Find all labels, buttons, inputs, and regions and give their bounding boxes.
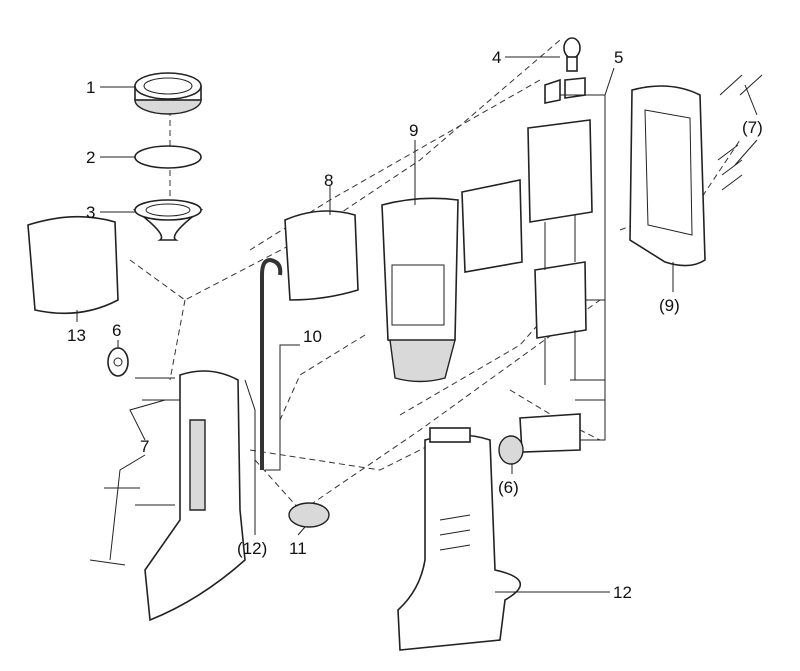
leader-lines — [76, 56, 758, 593]
part-11-cap — [288, 502, 330, 528]
part-7-screws-right — [717, 74, 763, 191]
label-7b: (7) — [742, 118, 763, 137]
label-11: 11 — [289, 539, 307, 558]
label-13: 13 — [67, 326, 86, 345]
part-13-side-cover — [27, 215, 119, 315]
part-7-screws-left — [89, 377, 180, 566]
label-9b: (9) — [659, 296, 680, 315]
label-12b: (12) — [237, 539, 267, 558]
part-2-lens — [134, 145, 202, 169]
label-8: 8 — [324, 171, 333, 190]
part-1-bezel-ring — [134, 72, 202, 115]
label-9: 9 — [409, 121, 418, 140]
part-10-hook — [260, 257, 283, 470]
part-8-side-cover — [284, 210, 359, 301]
part-6-knob — [107, 347, 129, 377]
part-9-rear-housing — [629, 85, 706, 267]
part-3-reflector — [132, 199, 204, 241]
label-6b: (6) — [498, 478, 519, 497]
part-12-handle-base — [397, 427, 522, 651]
part-12-handle-left — [144, 370, 246, 622]
label-1: 1 — [86, 78, 95, 97]
part-9-front-housing — [381, 197, 459, 383]
label-6: 6 — [112, 321, 121, 340]
part-6-knob-right — [498, 435, 524, 465]
label-10: 10 — [303, 327, 322, 346]
label-12: 12 — [613, 583, 632, 602]
label-2: 2 — [86, 148, 95, 167]
label-3: 3 — [86, 203, 95, 222]
label-4: 4 — [492, 48, 501, 67]
part-4-bulb — [544, 37, 586, 104]
label-5: 5 — [614, 48, 623, 67]
part-5-circuit-board — [519, 119, 593, 453]
led-panel — [461, 179, 523, 273]
label-7: 7 — [140, 437, 149, 456]
